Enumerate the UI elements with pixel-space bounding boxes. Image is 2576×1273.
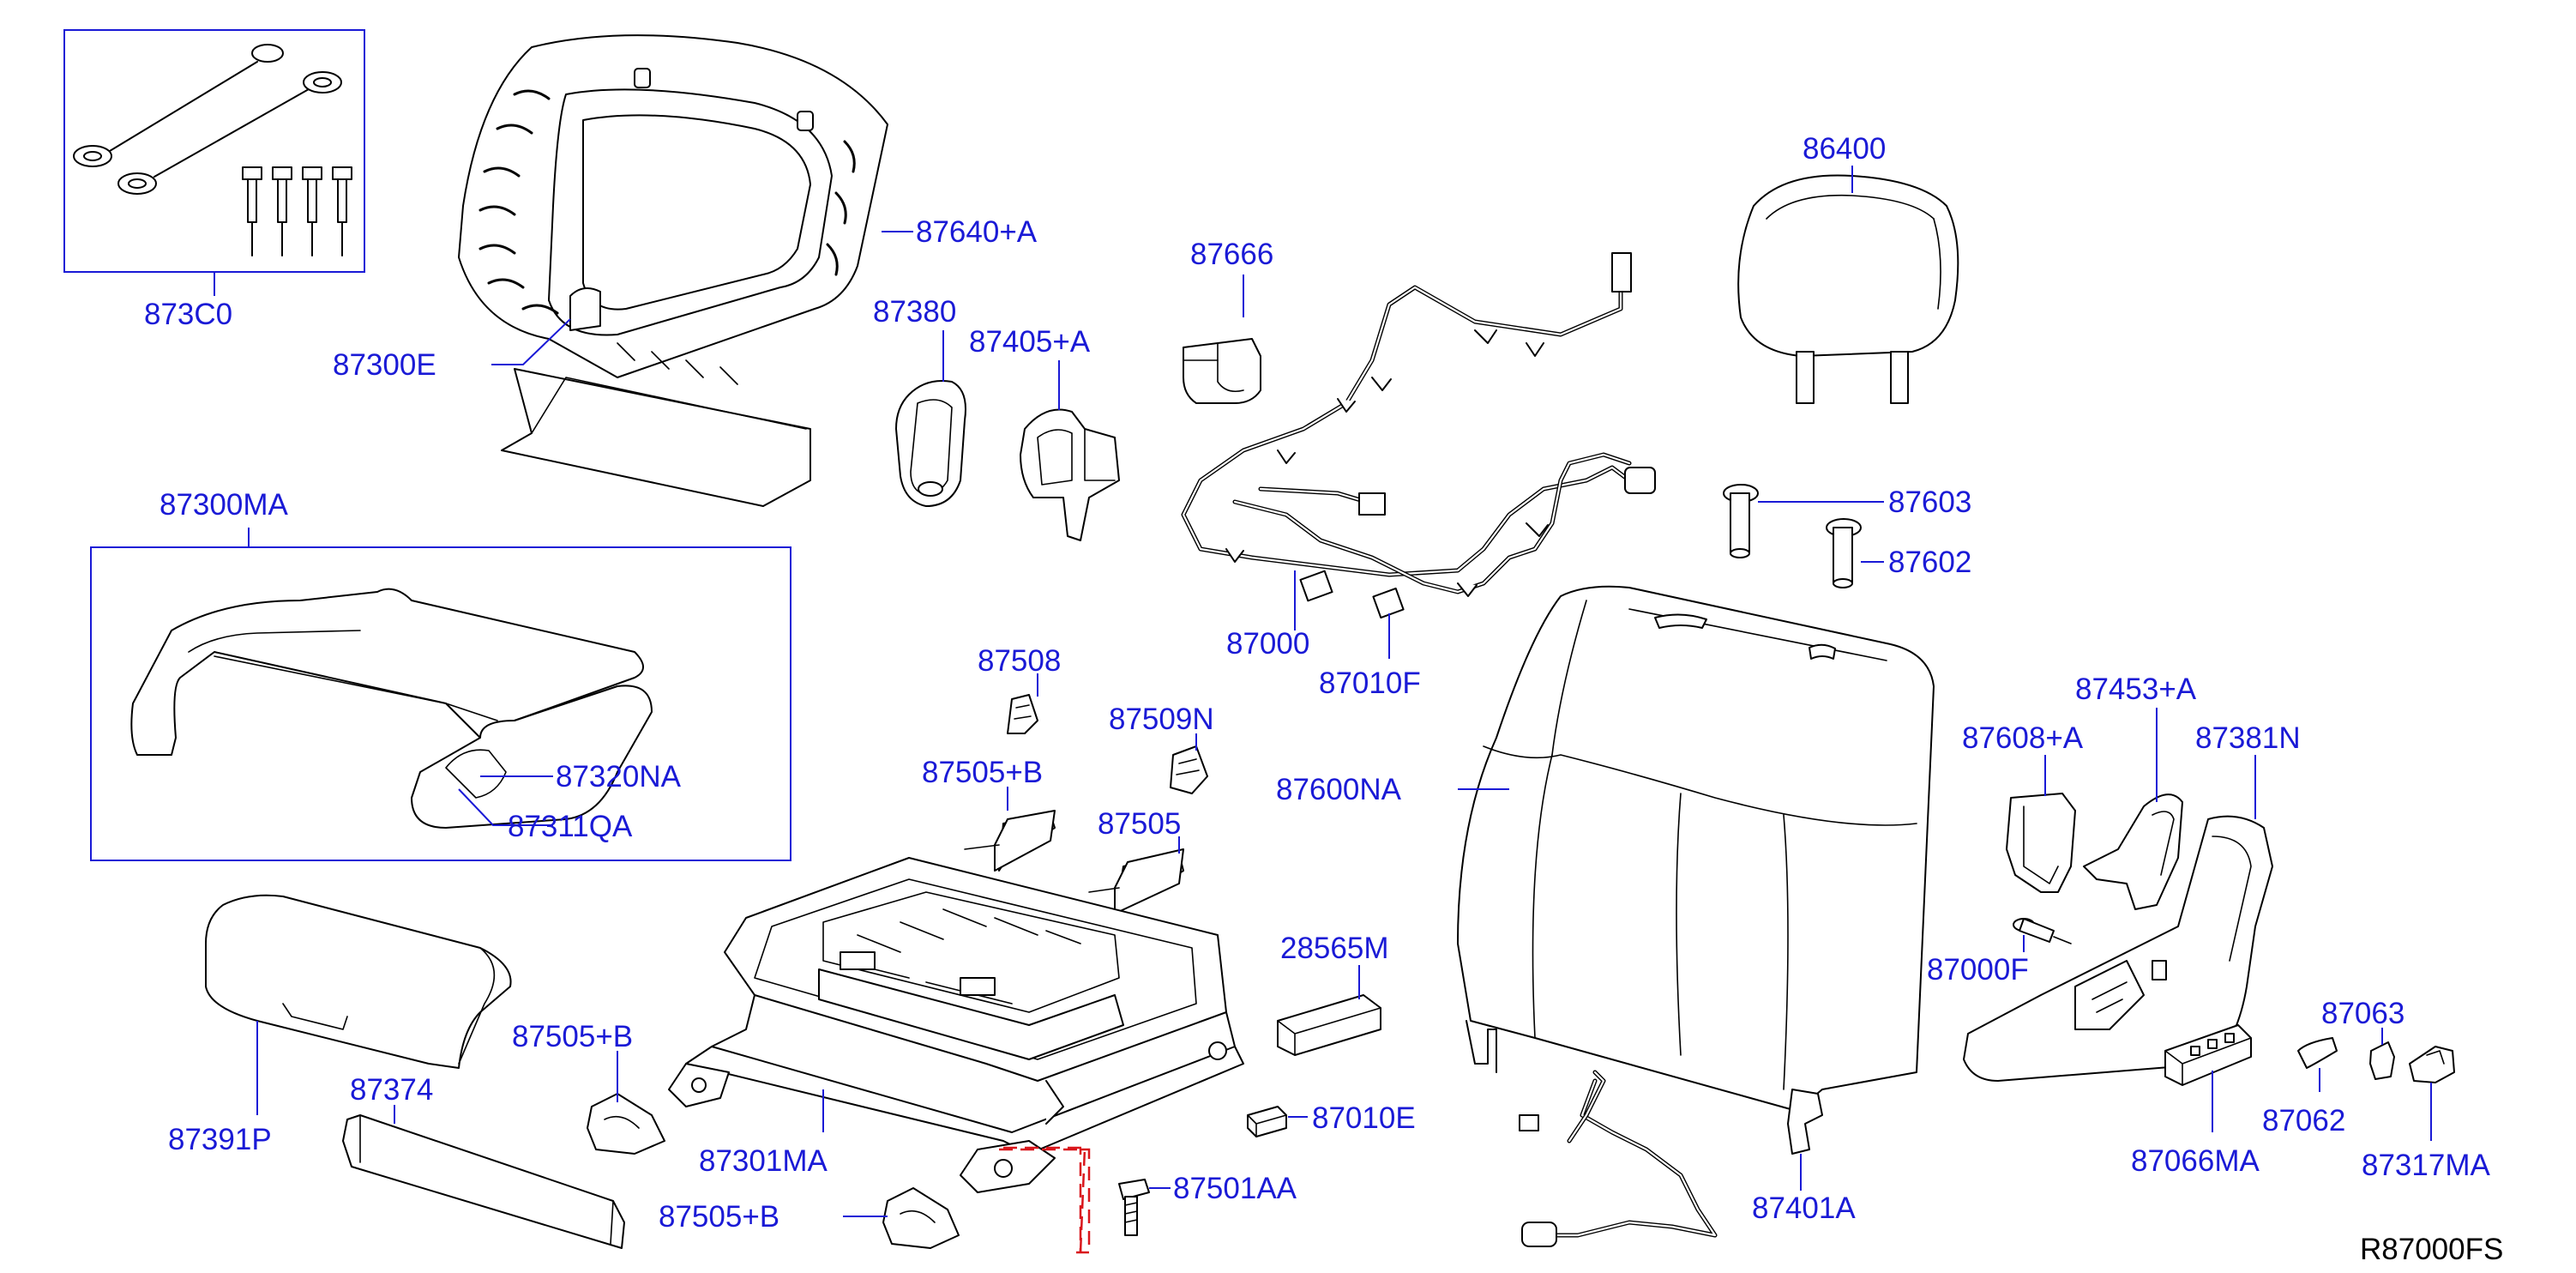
dashed-position-marker-outline — [1003, 1146, 1086, 1253]
cushion-87391P-drawing — [205, 894, 512, 1069]
callout-87000: 87000 — [1226, 627, 1309, 661]
callout-87010F: 87010F — [1319, 667, 1421, 700]
callout-86400: 86400 — [1803, 132, 1886, 166]
callout-87300E: 87300E — [333, 348, 436, 382]
seat-frame-87301MA-drawing — [668, 857, 1244, 1193]
callout-87505B-upper: 87505+B — [922, 756, 1043, 789]
callout-87501AA: 87501AA — [1173, 1172, 1297, 1205]
cover-87405A-drawing — [1020, 408, 1120, 541]
callout-28565M: 28565M — [1280, 932, 1388, 965]
callout-87010E: 87010E — [1312, 1101, 1416, 1135]
seatback-pad-87600NA-drawing — [1457, 585, 1935, 1112]
dashed-position-marker — [999, 1148, 1091, 1254]
guide-87603-drawing — [1723, 484, 1759, 558]
callout-87380: 87380 — [873, 295, 956, 329]
headrest-86400-drawing — [1737, 174, 1959, 404]
knob-87317MA-drawing — [2409, 1046, 2455, 1083]
callout-87508: 87508 — [978, 644, 1061, 678]
clip-87010E-drawing — [1247, 1106, 1287, 1137]
reference-code: R87000FS — [2360, 1233, 2503, 1266]
callout-87640A: 87640+A — [916, 215, 1038, 249]
cable-rivet-kit-drawing — [73, 44, 352, 256]
callout-87320NA: 87320NA — [556, 760, 682, 793]
callout-873C0: 873C0 — [144, 298, 232, 331]
callout-87509N: 87509N — [1109, 703, 1214, 736]
guide-87602-drawing — [1826, 518, 1862, 588]
callout-87600NA: 87600NA — [1276, 773, 1402, 806]
callout-87405A: 87405+A — [969, 325, 1091, 359]
callout-87391P: 87391P — [168, 1123, 272, 1156]
callout-87505: 87505 — [1098, 807, 1181, 841]
switch-87066MA-drawing — [2164, 1024, 2252, 1086]
callout-87666: 87666 — [1190, 238, 1273, 271]
seatback-frame-drawing — [458, 34, 888, 507]
callout-87602: 87602 — [1888, 546, 1971, 579]
callout-87066MA: 87066MA — [2131, 1144, 2260, 1178]
callout-87301MA: 87301MA — [699, 1144, 828, 1178]
callout-87311QA: 87311QA — [508, 810, 633, 843]
module-28565M-drawing — [1277, 994, 1381, 1056]
callout-87401A: 87401A — [1752, 1192, 1856, 1225]
clip-87505B-low-drawing — [882, 1187, 960, 1249]
harness-87000-drawing — [1181, 252, 1656, 619]
leader-87300E — [491, 318, 571, 365]
clip-87508-drawing — [1007, 694, 1038, 734]
harness-87401A-drawing — [1519, 1070, 1823, 1247]
callout-87374: 87374 — [350, 1073, 433, 1107]
bolt-87501AA-drawing — [1118, 1179, 1150, 1236]
cover-87380-drawing — [895, 380, 966, 507]
callout-87453A: 87453+A — [2075, 673, 2197, 706]
callout-87000F: 87000F — [1927, 953, 2029, 986]
callout-87063: 87063 — [2321, 997, 2404, 1030]
pin-87000F-drawing — [2013, 918, 2072, 944]
callout-87608A: 87608+A — [1962, 721, 2084, 755]
bracket-87505B-drawing — [964, 810, 1056, 872]
callout-87300MA: 87300MA — [159, 488, 288, 522]
clip-87505B-mid-drawing — [587, 1093, 665, 1155]
callout-87062: 87062 — [2262, 1104, 2345, 1137]
clip-87509N-drawing — [1170, 745, 1208, 794]
callout-87603: 87603 — [1888, 486, 1971, 519]
callout-87505B-mid: 87505+B — [512, 1020, 633, 1053]
clip-87666-drawing — [1183, 338, 1261, 404]
cover-87453A-drawing — [2083, 793, 2183, 910]
callout-87317MA: 87317MA — [2362, 1149, 2490, 1182]
kit-box-87300MA — [90, 546, 791, 861]
cover-87608A-drawing — [2006, 793, 2076, 893]
knob-87063-drawing — [2369, 1041, 2395, 1080]
cushion-87300MA-drawing — [130, 588, 653, 829]
side-cover-87381N-drawing — [1963, 815, 2273, 1082]
callout-87381N: 87381N — [2195, 721, 2301, 755]
callout-87505B-lower: 87505+B — [659, 1200, 779, 1234]
trim-87374-drawing — [342, 1114, 625, 1249]
knob-87062-drawing — [2297, 1037, 2338, 1069]
leader-87311QA — [458, 788, 553, 826]
